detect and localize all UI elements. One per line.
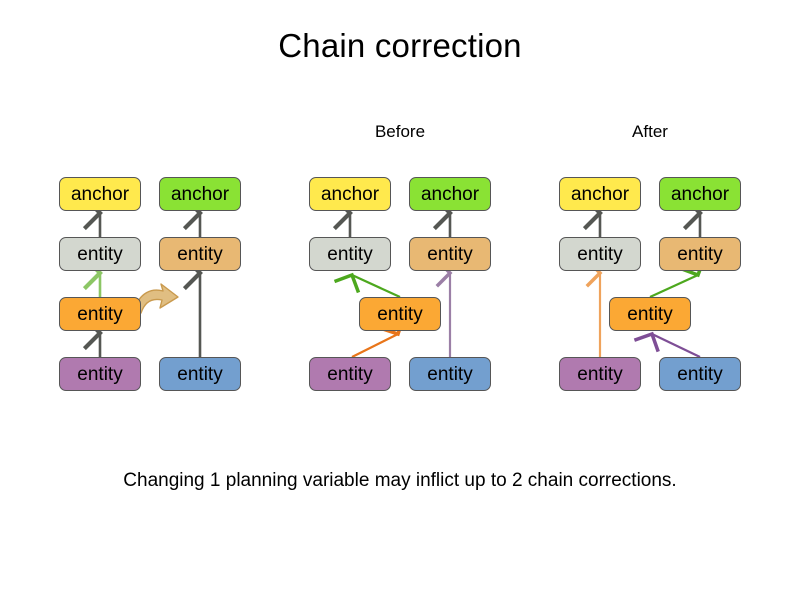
node-entity-blue-initial[interactable]: entity xyxy=(159,357,241,391)
node-anchor-yellow-initial[interactable]: anchor xyxy=(59,177,141,211)
node-entity-orange-before[interactable]: entity xyxy=(359,297,441,331)
node-entity-grey-before[interactable]: entity xyxy=(309,237,391,271)
node-anchor-green-initial[interactable]: anchor xyxy=(159,177,241,211)
node-anchor-yellow-after[interactable]: anchor xyxy=(559,177,641,211)
node-entity-orange-initial[interactable]: entity xyxy=(59,297,141,331)
section-label-before: Before xyxy=(374,122,426,141)
page-title: Chain correction xyxy=(278,27,522,64)
node-entity-grey-after[interactable]: entity xyxy=(559,237,641,271)
edge-entity-to-entity xyxy=(333,272,401,298)
edge-entity-to-entity xyxy=(649,256,707,298)
node-anchor-green-before[interactable]: anchor xyxy=(409,177,491,211)
node-entity-blue-before[interactable]: entity xyxy=(409,357,491,391)
node-entity-tan-before[interactable]: entity xyxy=(409,237,491,271)
node-entity-orange-after[interactable]: entity xyxy=(609,297,691,331)
node-entity-tan-initial[interactable]: entity xyxy=(159,237,241,271)
edge-entity-to-entity xyxy=(351,315,406,358)
page-caption: Changing 1 planning variable may inflict… xyxy=(123,470,677,491)
node-entity-tan-after[interactable]: entity xyxy=(659,237,741,271)
node-entity-purple-before[interactable]: entity xyxy=(309,357,391,391)
node-entity-grey-initial[interactable]: entity xyxy=(59,237,141,271)
node-anchor-green-after[interactable]: anchor xyxy=(659,177,741,211)
node-entity-purple-initial[interactable]: entity xyxy=(59,357,141,391)
section-label-after: After xyxy=(632,122,668,141)
node-entity-blue-after[interactable]: entity xyxy=(659,357,741,391)
node-entity-purple-after[interactable]: entity xyxy=(559,357,641,391)
edge-entity-to-entity xyxy=(633,331,701,358)
node-anchor-yellow-before[interactable]: anchor xyxy=(309,177,391,211)
